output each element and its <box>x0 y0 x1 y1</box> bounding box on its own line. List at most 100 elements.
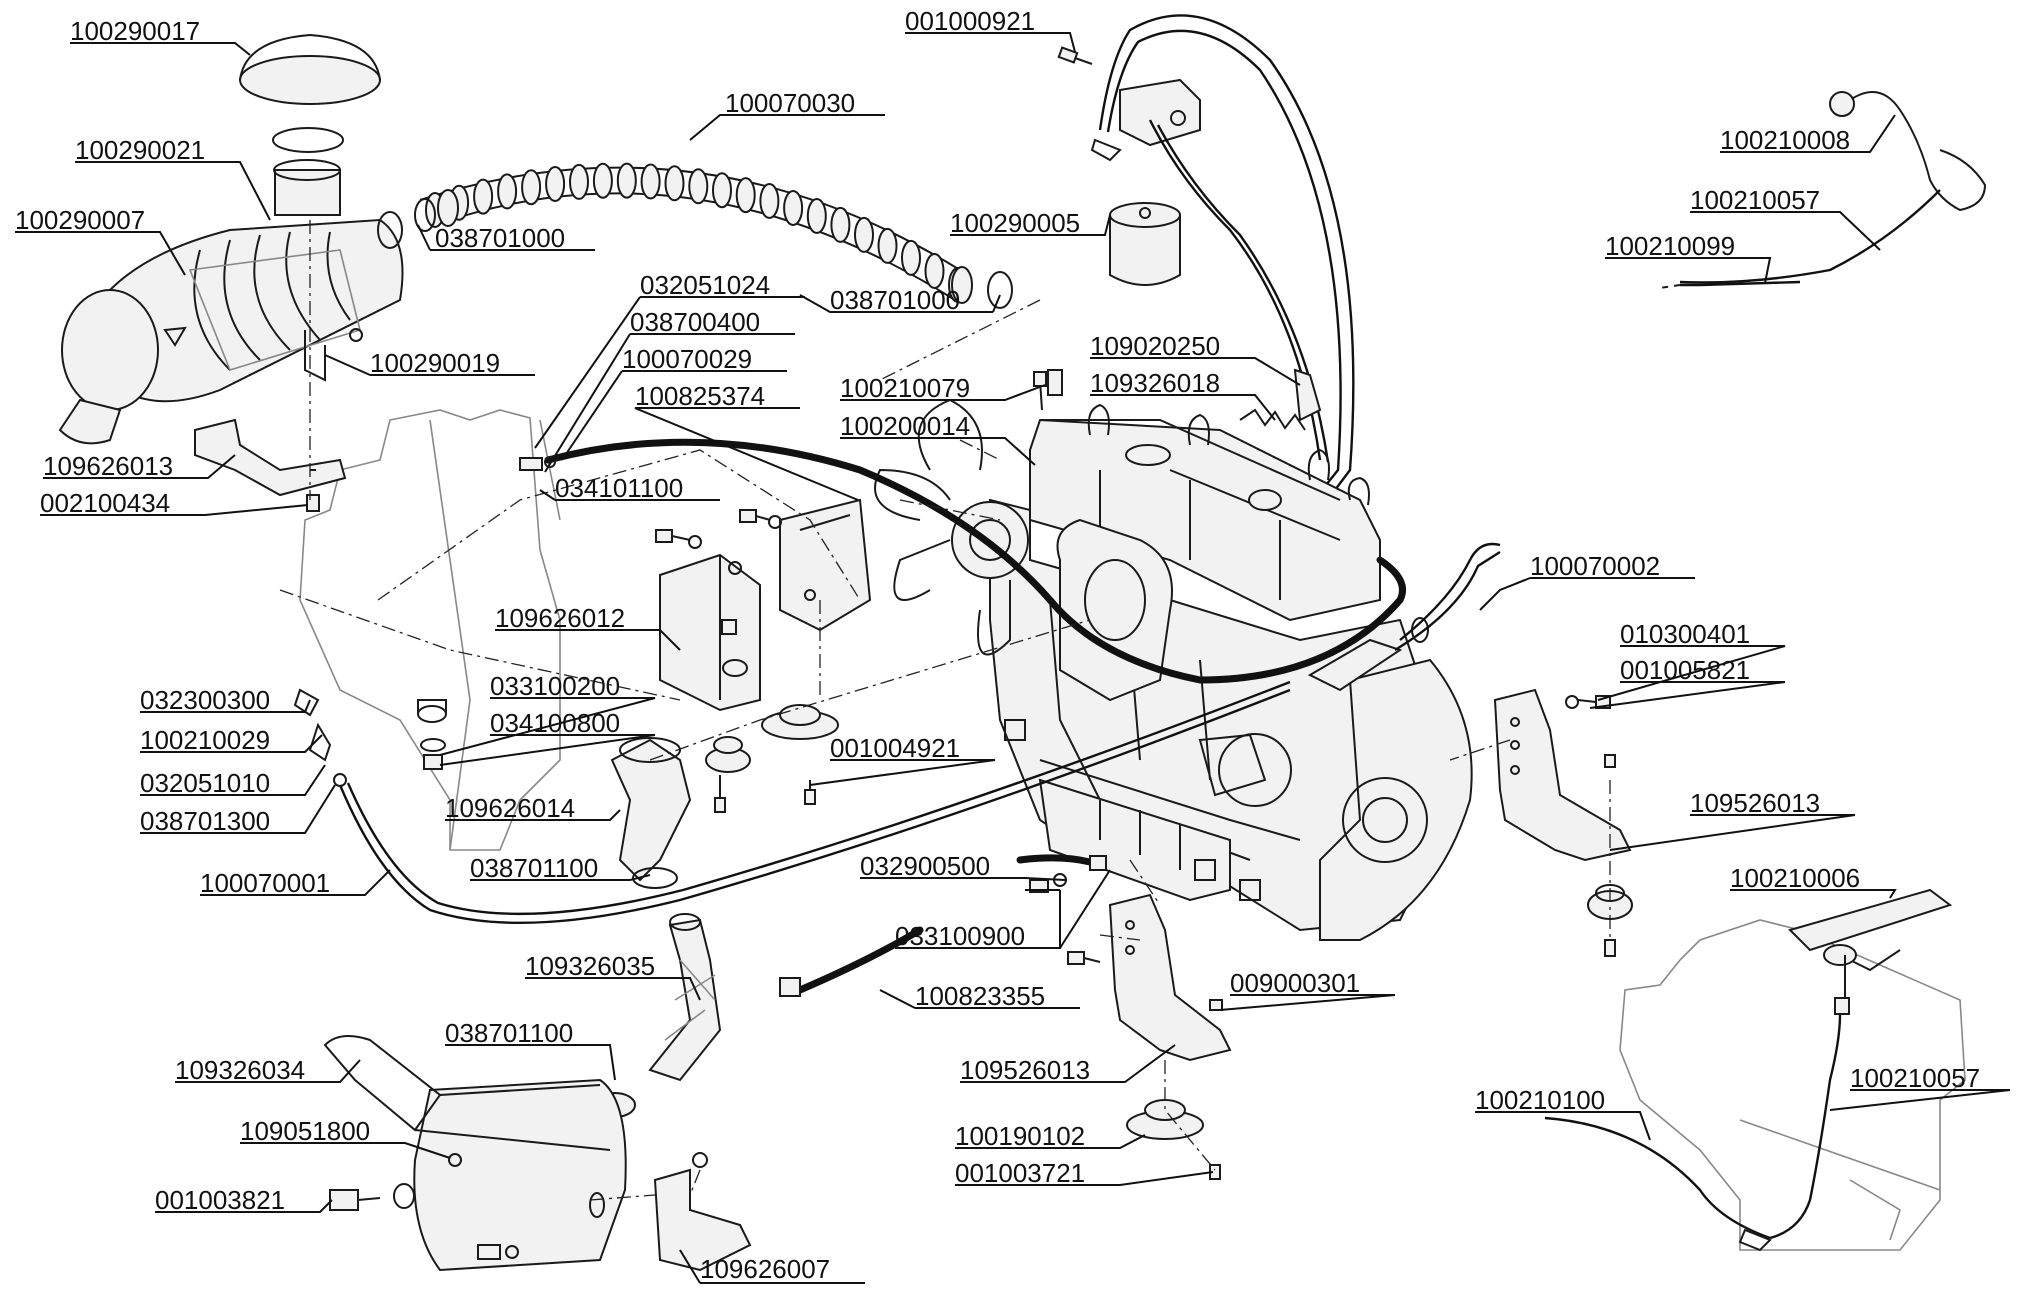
part-label: 038701000 <box>435 223 565 253</box>
throttle-control-100210008 <box>1659 91 1987 289</box>
part-label: 100823355 <box>915 981 1045 1011</box>
hose-corrugation <box>545 166 566 202</box>
part-label: 100210100 <box>1475 1085 1605 1115</box>
chassis-frame-right <box>1619 919 1966 1251</box>
part-labels: 100290017 100290021 100290007 100070030 … <box>15 6 1980 1284</box>
part-label: 100210079 <box>840 373 970 403</box>
bracket-109626013 <box>194 418 347 512</box>
leader-lines <box>15 32 2011 1284</box>
part-label: 100210057 <box>1850 1063 1980 1093</box>
part-label: 001004921 <box>830 733 960 763</box>
part-label: 002100434 <box>40 488 170 518</box>
hose-corrugation <box>640 163 661 200</box>
exhaust-pipe-109326035 <box>594 913 722 1118</box>
bolts-upper-left <box>655 509 782 549</box>
hose-corrugation <box>783 190 804 226</box>
part-label: 009000301 <box>1230 968 1360 998</box>
oil-filler-cap-icon <box>1125 444 1171 466</box>
part-label: 100290007 <box>15 205 145 235</box>
filter-cap-icon <box>239 55 381 105</box>
part-label: 100210099 <box>1605 231 1735 261</box>
support-100825374 <box>779 498 872 632</box>
hose-corrugation <box>569 163 589 200</box>
exhaust-elbow-109626014 <box>610 737 692 889</box>
part-label: 038701100 <box>445 1018 573 1048</box>
part-label: 034101100 <box>555 473 683 503</box>
part-label: 100210029 <box>140 725 270 755</box>
part-label: 100825374 <box>635 381 765 411</box>
part-label: 032300300 <box>140 685 270 715</box>
hose-corrugation <box>688 168 709 205</box>
part-label: 100070001 <box>200 868 330 898</box>
part-label: 100210008 <box>1720 125 1850 155</box>
support-109526013-right <box>1493 688 1633 957</box>
oil-filter-100290005 <box>1109 202 1181 286</box>
part-label: 100210006 <box>1730 863 1860 893</box>
hose-corrugation <box>616 162 637 199</box>
hose-corrugation <box>592 162 613 199</box>
part-label: 100290005 <box>950 208 1080 238</box>
part-label: 010300401 <box>1620 619 1750 649</box>
muffler-109326034 <box>323 1035 627 1272</box>
air-filter-assembly <box>58 33 404 445</box>
part-label: 033100900 <box>895 921 1025 951</box>
assembly-centerlines <box>279 220 1611 1201</box>
starter-motor-icon <box>1218 733 1292 807</box>
fuel-filter-inline-icon <box>1307 542 1501 692</box>
part-label: 109526013 <box>1690 788 1820 818</box>
damper-mount-icon <box>705 704 839 813</box>
part-label: 038700400 <box>630 307 760 337</box>
hose-corrugation <box>901 239 921 276</box>
part-label: 109326035 <box>525 951 655 981</box>
support-109526013-lower <box>1067 893 1232 1180</box>
hose-corrugation <box>664 165 685 202</box>
corrugated-hose-100070030 <box>414 162 1013 309</box>
hose-corrugation <box>759 183 780 219</box>
part-label: 038701000 <box>830 285 960 315</box>
part-label: 032900500 <box>860 851 990 881</box>
fuel-line-100070001 <box>293 680 1291 925</box>
hose-clamp-icon <box>987 271 1013 309</box>
part-label: 001000921 <box>905 6 1035 36</box>
part-label: 109626013 <box>43 451 173 481</box>
switch-100210079 <box>1047 369 1063 396</box>
hose-corrugation <box>806 198 827 234</box>
part-label: 109326034 <box>175 1055 305 1085</box>
part-label: 038701300 <box>140 806 270 836</box>
part-label: 001003721 <box>955 1158 1085 1188</box>
part-label: 038701100 <box>470 853 598 883</box>
hose-corrugation <box>473 178 494 215</box>
filter-clamp-icon <box>272 127 344 153</box>
fuel-line-100070029 <box>519 438 1406 684</box>
spring-109326018 <box>1239 368 1322 431</box>
part-label: 109326018 <box>1090 368 1220 398</box>
part-label: 100070002 <box>1530 551 1660 581</box>
hose-corrugation <box>521 169 542 206</box>
support-109626012 <box>659 553 761 712</box>
part-label: 109051800 <box>240 1116 370 1146</box>
hose-corrugation <box>830 206 851 243</box>
hose-corrugation <box>854 216 874 253</box>
bracket-109626007 <box>653 1152 752 1272</box>
hose-clamp-icon <box>414 198 436 232</box>
part-label: 109626014 <box>445 793 575 823</box>
hose-corrugation <box>497 173 518 210</box>
fuel-filter-head-icon <box>1057 46 1201 162</box>
hose-corrugation <box>712 172 732 209</box>
part-label: 109626012 <box>495 603 625 633</box>
part-label: 100290017 <box>70 16 200 46</box>
part-label: 100290021 <box>75 135 205 165</box>
part-label: 109626007 <box>700 1254 830 1284</box>
part-label: 100190102 <box>955 1121 1085 1151</box>
part-label: 100200014 <box>840 411 970 441</box>
part-label: 034100800 <box>490 708 620 738</box>
part-label: 001003821 <box>155 1185 285 1215</box>
hose-corrugation <box>924 253 945 289</box>
part-label: 100290019 <box>370 348 500 378</box>
part-label: 032051010 <box>140 768 270 798</box>
part-label: 100210057 <box>1690 185 1820 215</box>
part-label: 100070029 <box>622 344 752 374</box>
dust-valve-icon <box>58 398 122 445</box>
